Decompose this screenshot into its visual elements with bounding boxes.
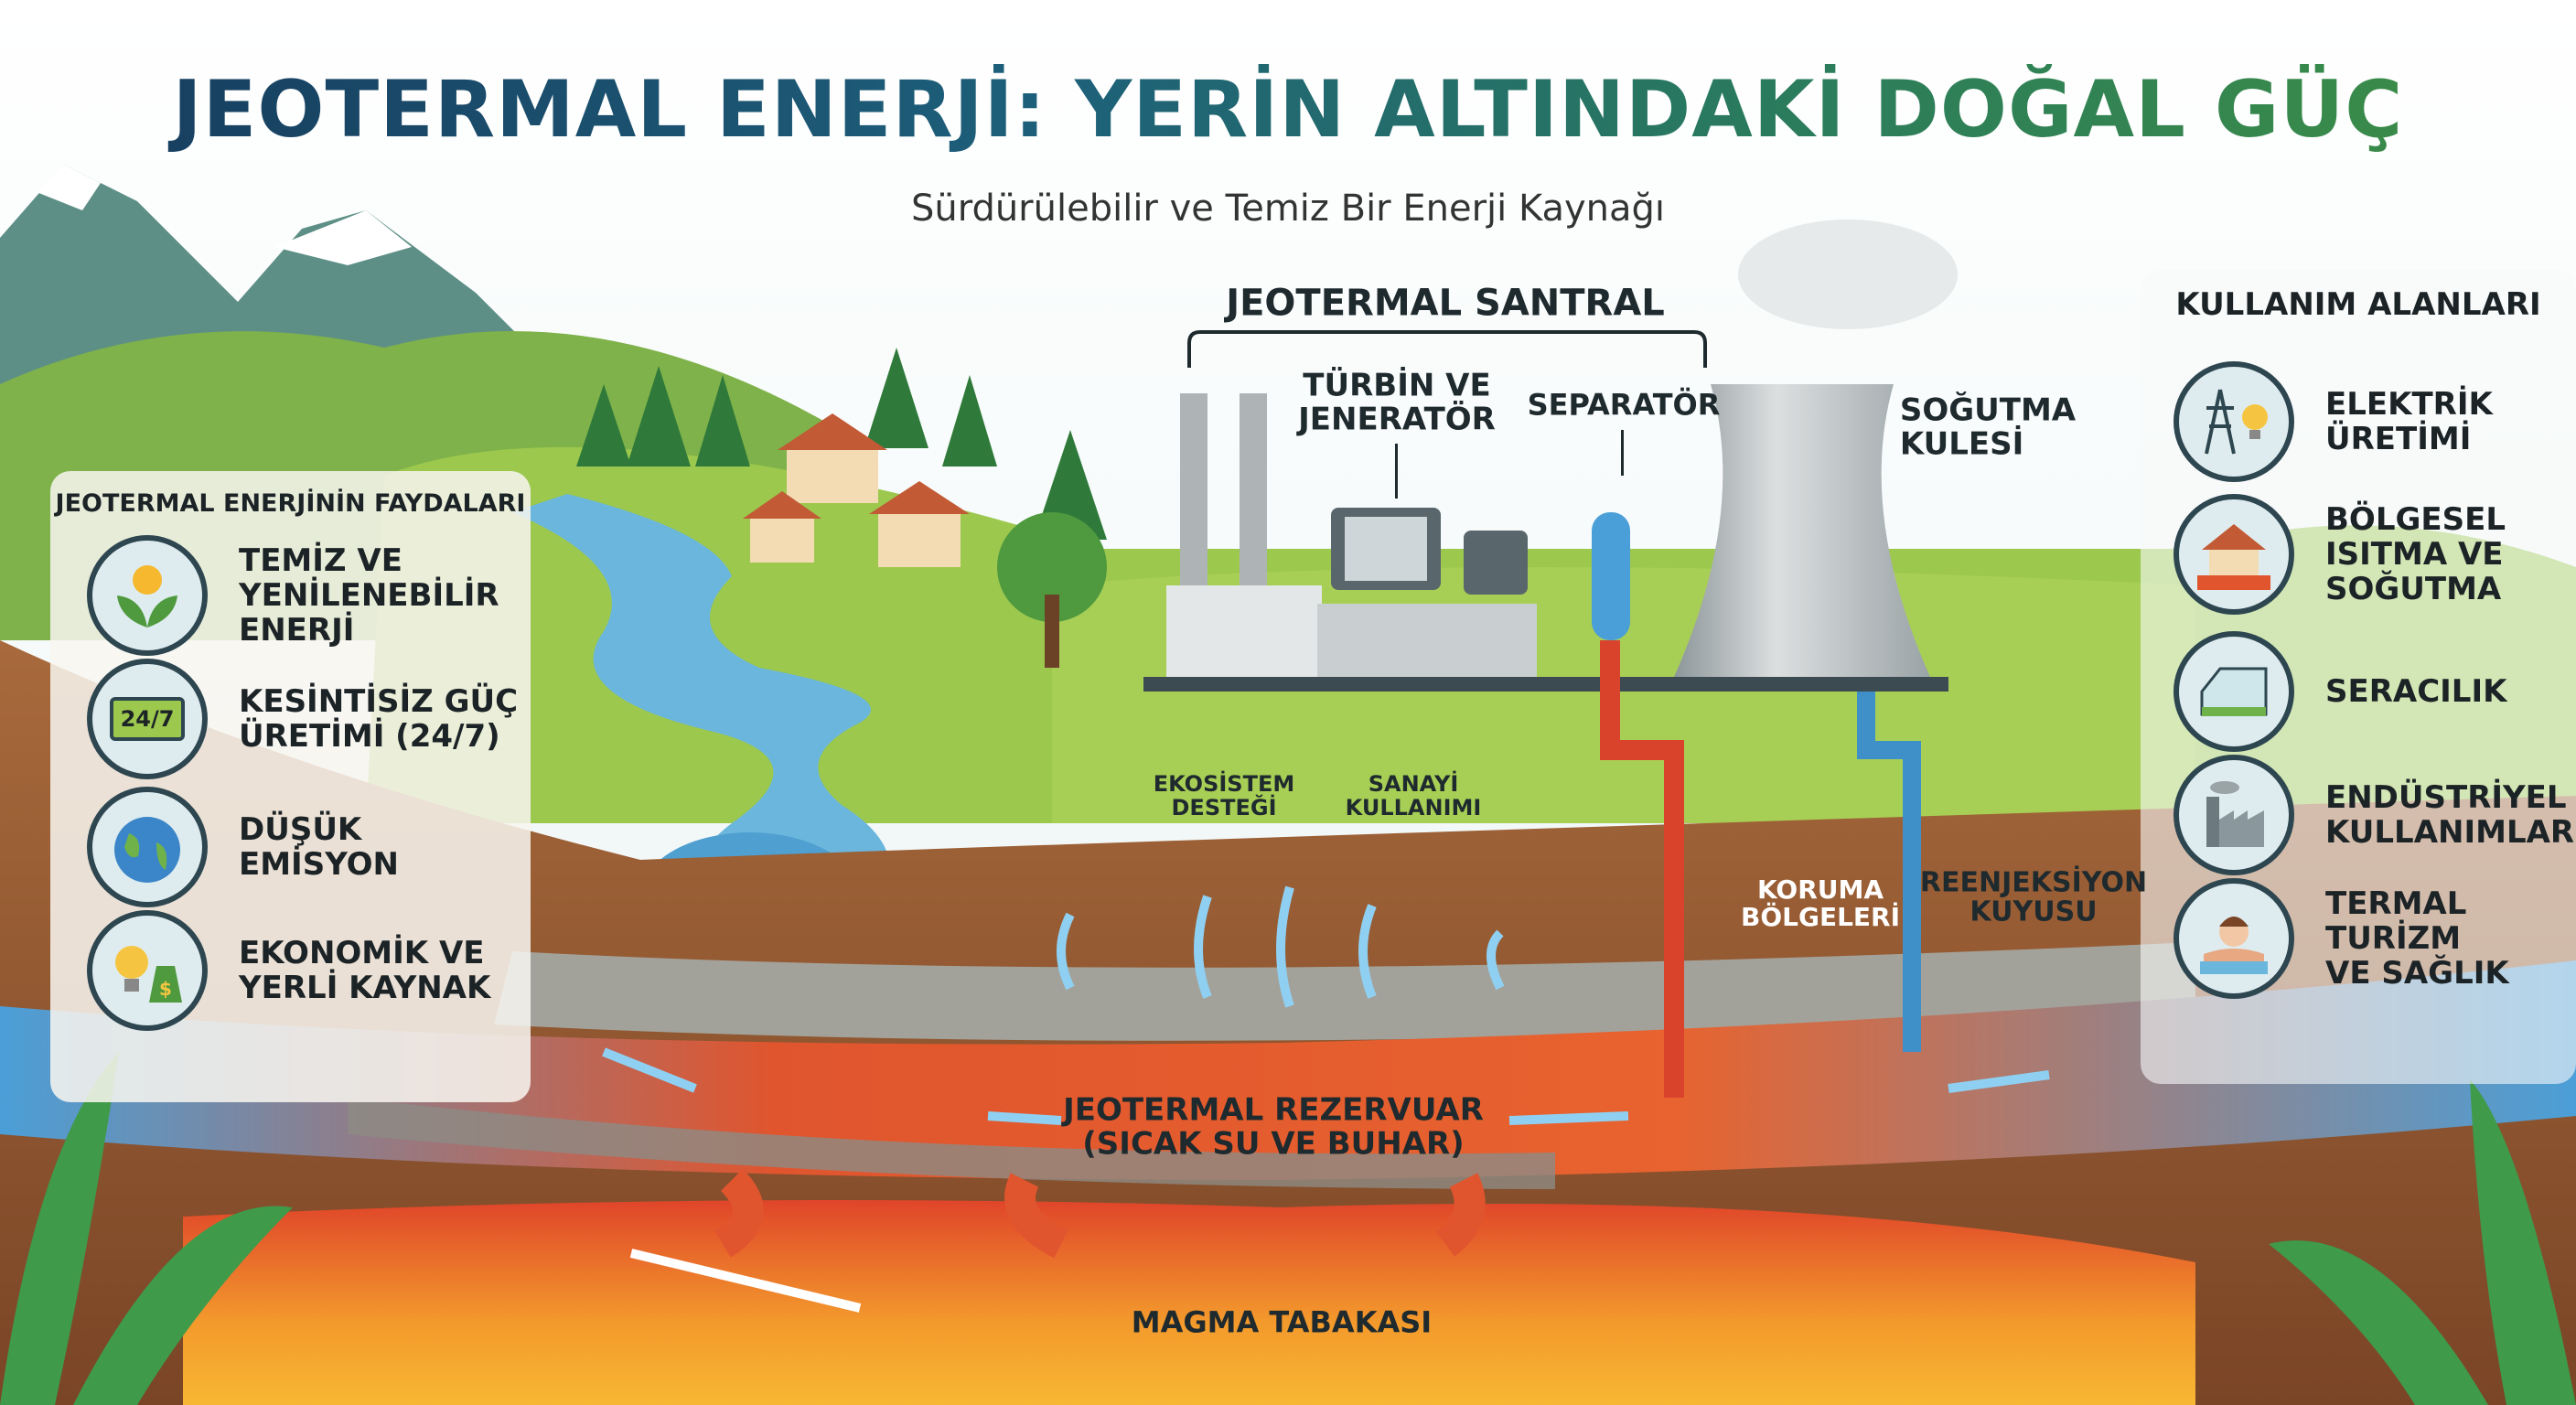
ecosystem-support-label: EKOSİSTEM DESTEĞİ	[1153, 771, 1295, 820]
benefit-label: EKONOMİK VE YERLİ KAYNAK	[239, 934, 491, 1006]
benefits-panel: JEOTERMAL ENERJİNİN FAYDALARI TEMİZ VE Y…	[50, 471, 531, 1102]
protection-zones-label: KORUMA BÖLGELERİ	[1740, 874, 1901, 932]
benefit-label: DÜŞÜK EMİSYON	[239, 810, 399, 883]
use-item: BÖLGESEL ISITMA VE SOĞUTMA	[2174, 494, 2506, 615]
power-tower-bulb-icon	[2174, 361, 2294, 482]
bulb-money-bag-icon: $	[87, 910, 208, 1031]
reinjection-well-label: REENJEKSİYON KUYUSU	[1919, 866, 2148, 928]
use-item: TERMAL TURİZM VE SAĞLIK	[2174, 878, 2576, 999]
benefit-item: DÜŞÜK EMİSYON	[87, 787, 531, 907]
use-item: ELEKTRİK ÜRETİMİ	[2174, 361, 2493, 482]
benefit-item: 24/7 KESİNTİSİZ GÜÇ ÜRETİMİ (24/7)	[87, 659, 518, 779]
uses-heading: KULLANIM ALANLARI	[2175, 286, 2541, 323]
heated-house-icon	[2174, 494, 2294, 615]
plant-heading: JEOTERMAL SANTRAL	[1226, 282, 1665, 325]
reservoir-label: JEOTERMAL REZERVUAR (SICAK SU VE BUHAR)	[1063, 1091, 1484, 1162]
page-subtitle: Sürdürülebilir ve Temiz Bir Enerji Kayna…	[910, 188, 1666, 230]
cooling-tower-label: SOĞUTMA KULESİ	[1899, 391, 2077, 462]
turbine-generator-label: TÜRBİN VE JENERATÖR	[1298, 367, 1496, 437]
use-label: TERMAL TURİZM VE SAĞLIK	[2325, 885, 2509, 992]
sun-leaves-icon	[87, 535, 208, 656]
benefits-heading: JEOTERMAL ENERJİNİN FAYDALARI	[55, 489, 526, 518]
benefit-label: KESİNTİSİZ GÜÇ ÜRETİMİ (24/7)	[239, 682, 519, 755]
use-item: ENDÜSTRİYEL KULLANIMLAR	[2174, 755, 2574, 875]
svg-text:$: $	[159, 978, 172, 1000]
separator-label: SEPARATÖR	[1527, 387, 1721, 423]
greenhouse-icon	[2174, 631, 2294, 752]
use-label: SERACILIK	[2325, 672, 2507, 710]
plant-bracket	[1187, 330, 1707, 368]
use-item: SERACILIK	[2174, 631, 2506, 752]
battery-label: 24/7	[109, 697, 186, 741]
benefit-item: TEMİZ VE YENİLENEBİLİR ENERJİ	[87, 535, 499, 656]
thermal-bath-icon	[2174, 878, 2294, 999]
use-label: ENDÜSTRİYEL KULLANIMLAR	[2325, 778, 2575, 851]
magma-layer-label: MAGMA TABAKASI	[1131, 1304, 1433, 1340]
uses-panel: KULLANIM ALANLARI ELEKTRİK ÜRETİMİ BÖLGE…	[2141, 270, 2576, 1084]
benefit-label: TEMİZ VE YENİLENEBİLİR ENERJİ	[239, 542, 499, 649]
use-label: ELEKTRİK ÜRETİMİ	[2325, 385, 2493, 457]
globe-icon	[87, 787, 208, 907]
factory-icon	[2174, 755, 2294, 875]
turbine-leader-line	[1395, 444, 1398, 499]
battery-24-7-icon: 24/7	[87, 659, 208, 779]
benefit-item: $ EKONOMİK VE YERLİ KAYNAK	[87, 910, 490, 1031]
use-label: BÖLGESEL ISITMA VE SOĞUTMA	[2325, 500, 2506, 608]
page-title: JEOTERMAL ENERJİ: YERİN ALTINDAKİ DOĞAL …	[0, 64, 2576, 156]
industrial-use-label: SANAYİ KULLANIMI	[1345, 771, 1482, 820]
separator-leader-line	[1621, 430, 1624, 476]
